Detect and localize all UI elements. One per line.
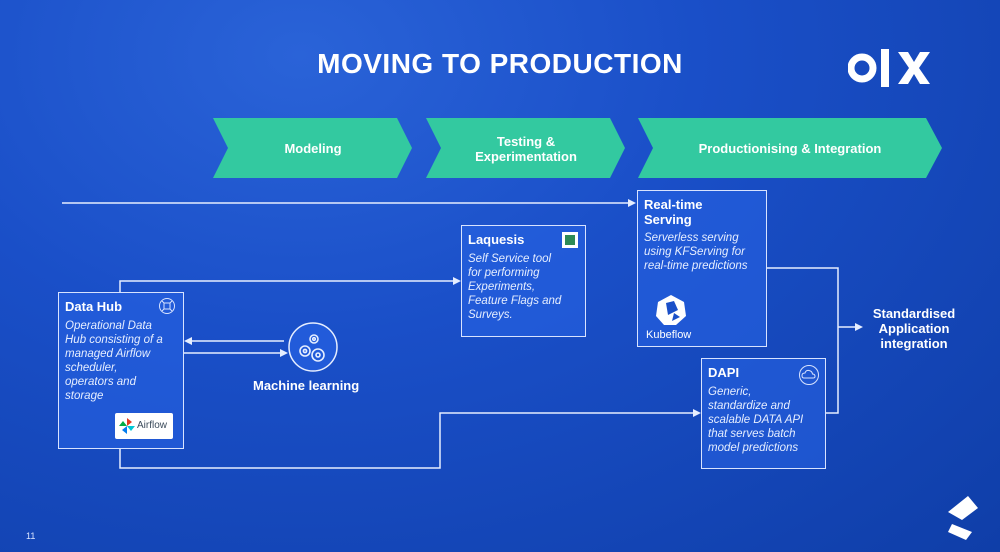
stage-productionising-label: Productionising & Integration — [698, 141, 882, 156]
realtime-serving-title: Real-time Serving — [644, 197, 703, 227]
gears-icon — [299, 334, 325, 362]
pinwheel-icon — [119, 418, 135, 434]
prosus-logo — [948, 496, 978, 540]
arrow-head — [628, 199, 636, 207]
page-number: 11 — [26, 531, 36, 541]
realtime-serving-description: Serverless serving using KFServing for r… — [644, 232, 748, 272]
connector-line — [767, 267, 839, 414]
realtime-serving-box: Real-time Serving Serverless serving usi… — [637, 190, 767, 347]
stage-modeling-label: Modeling — [284, 141, 342, 156]
dapi-box: DAPI Generic, standardize and scalable D… — [701, 358, 826, 469]
network-icon — [159, 298, 175, 314]
arrow-head — [453, 277, 461, 285]
kubeflow-logo-text: Kubeflow — [646, 329, 692, 341]
connector-line — [119, 412, 695, 469]
laquesis-title: Laquesis — [468, 232, 525, 247]
page-title: MOVING TO PRODUCTION — [317, 48, 683, 79]
app-icon — [562, 232, 578, 248]
data-hub-title: Data Hub — [65, 299, 123, 314]
laquesis-box: Laquesis Self Service tool for performin… — [461, 225, 586, 337]
arrow-head — [280, 349, 288, 357]
laquesis-description: Self Service tool for performing Experim… — [468, 253, 562, 321]
stage-chevron-testing — [426, 118, 625, 178]
machine-learning-label: Machine learning — [253, 378, 360, 393]
dapi-title: DAPI — [708, 365, 740, 380]
airflow-logo-text: Airflow — [137, 420, 168, 431]
stage-chevron-productionising — [638, 118, 942, 178]
airflow-logo: Airflow — [115, 413, 173, 439]
stage-chevron-modeling — [213, 118, 412, 178]
data-hub-description: Operational Data Hub consisting of a man… — [65, 320, 163, 402]
machine-learning-icon — [288, 322, 338, 372]
kubeflow-icon — [656, 295, 686, 325]
arrow-head — [855, 323, 863, 331]
arrow-head — [693, 409, 701, 417]
standardised-integration-label: Standardised Application integration — [872, 306, 956, 351]
arrow-head — [184, 337, 192, 345]
olx-logo — [848, 49, 930, 87]
dapi-description: Generic, standardize and scalable DATA A… — [708, 386, 804, 454]
connector-line — [119, 280, 455, 292]
data-hub-box: Data Hub Operational Data Hub consisting… — [58, 292, 184, 449]
cloud-sync-icon — [799, 365, 819, 385]
stage-testing-label: Testing & Experimentation — [475, 134, 577, 164]
